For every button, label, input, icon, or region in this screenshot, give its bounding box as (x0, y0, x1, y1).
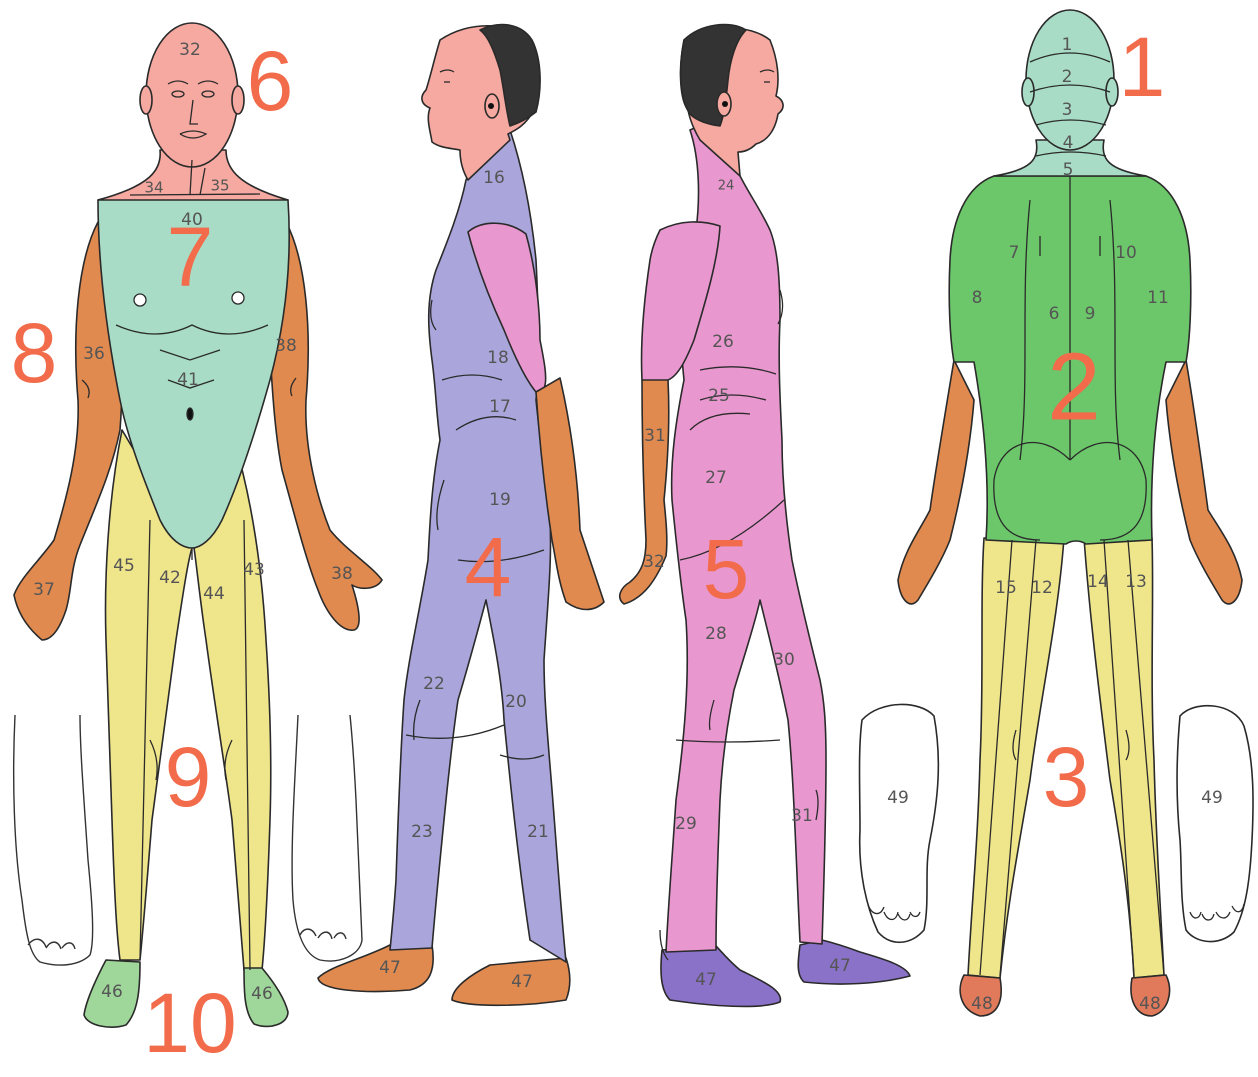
zone-label: 24 (718, 179, 735, 194)
zone-label: 31 (644, 426, 666, 446)
zone-label: 42 (159, 568, 181, 588)
zone-label: 19 (489, 490, 511, 510)
zone-label: 47 (695, 970, 717, 990)
region-number: 3 (1043, 730, 1090, 824)
zone-label: 49 (1201, 788, 1223, 808)
zone-label: 43 (243, 560, 265, 580)
zone-label: 46 (101, 982, 123, 1002)
left-side-body-figure (318, 25, 604, 1006)
zone-label: 29 (675, 814, 697, 834)
region-number: 1 (1119, 20, 1166, 114)
zone-label: 16 (483, 168, 505, 188)
region-number: 8 (11, 306, 58, 400)
region-number: 9 (165, 730, 212, 824)
region-number: 2 (1047, 333, 1100, 440)
zone-label: 17 (489, 397, 511, 417)
front-body-figure (14, 23, 382, 1027)
region-number: 10 (143, 976, 236, 1070)
zone-label: 30 (773, 650, 795, 670)
zone-label: 45 (113, 556, 135, 576)
zone-label: 4 (1063, 133, 1074, 153)
zone-label: 14 (1087, 572, 1109, 592)
region-number: 7 (167, 210, 214, 304)
zone-label: 12 (1031, 578, 1053, 598)
zone-label: 37 (33, 580, 55, 600)
zone-label: 46 (251, 984, 273, 1004)
zone-label: 38 (331, 564, 353, 584)
zone-label: 48 (971, 994, 993, 1014)
region-number: 4 (465, 520, 512, 614)
zone-label: 44 (203, 584, 225, 604)
zone-label: 10 (1115, 243, 1137, 263)
zone-label: 47 (379, 958, 401, 978)
zone-label: 41 (177, 370, 199, 390)
zone-label: 5 (1063, 160, 1074, 180)
zone-label: 28 (705, 624, 727, 644)
zone-label: 2 (1062, 67, 1073, 87)
zone-label: 20 (505, 692, 527, 712)
region-number: 6 (247, 34, 294, 128)
back-body-figure (860, 10, 1254, 1016)
zone-label: 36 (83, 344, 105, 364)
zone-label: 18 (487, 348, 509, 368)
zone-label: 6 (1049, 304, 1060, 324)
zone-label: 21 (527, 822, 549, 842)
zone-label: 38 (275, 336, 297, 356)
zone-label: 15 (995, 578, 1017, 598)
zone-label: 13 (1125, 572, 1147, 592)
zone-label: 48 (1139, 994, 1161, 1014)
zone-label: 25 (708, 386, 730, 406)
zone-label: 47 (829, 956, 851, 976)
zone-label: 31 (791, 806, 813, 826)
region-number: 5 (703, 522, 750, 616)
zone-label: 32 (643, 552, 665, 572)
zone-label: 9 (1085, 304, 1096, 324)
zone-label: 27 (705, 468, 727, 488)
zone-label: 35 (210, 177, 229, 195)
zone-label: 23 (411, 822, 433, 842)
zone-label: 32 (179, 40, 201, 60)
zone-label: 47 (511, 972, 533, 992)
zone-label: 3 (1062, 100, 1073, 120)
zone-label: 1 (1062, 35, 1073, 55)
zone-label: 8 (972, 288, 983, 308)
zone-label: 22 (423, 674, 445, 694)
zone-label: 49 (887, 788, 909, 808)
zone-label: 11 (1147, 288, 1169, 308)
zone-label: 26 (712, 332, 734, 352)
zone-label: 34 (144, 179, 163, 197)
zone-label: 7 (1009, 243, 1020, 263)
